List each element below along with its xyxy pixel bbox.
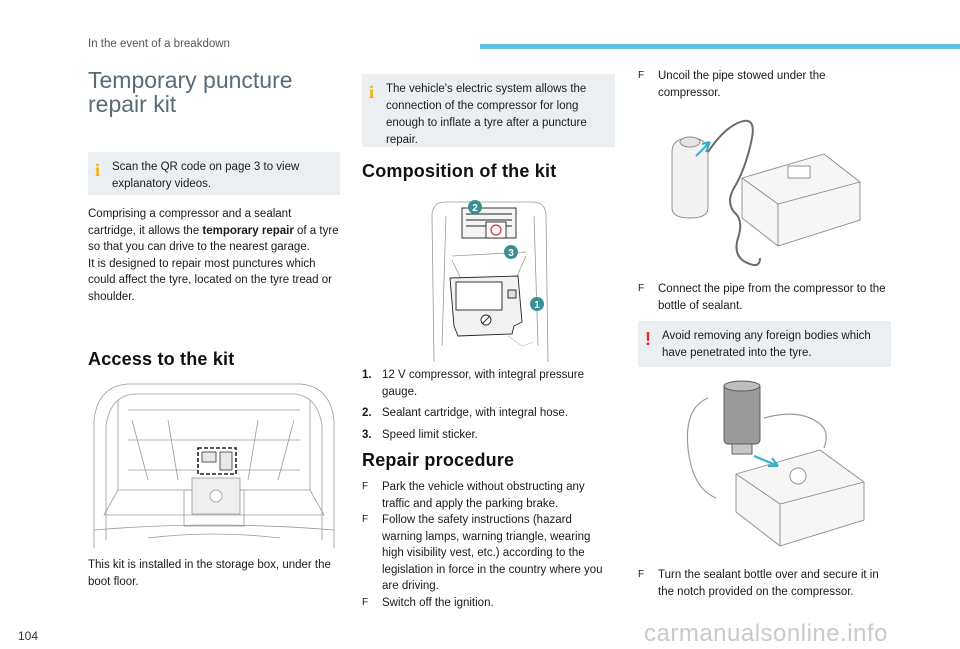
callout-3: 3 [508, 248, 514, 259]
step-text: Switch off the ignition. [382, 596, 494, 609]
qr-note-text: Scan the QR code on page 3 to view expla… [112, 161, 300, 190]
qr-note: i Scan the QR code on page 3 to view exp… [88, 152, 340, 195]
step-turn: F Turn the sealant bottle over and secur… [638, 567, 888, 600]
access-heading: Access to the kit [88, 349, 235, 369]
step-text: Connect the pipe from the compressor to … [658, 283, 886, 312]
intro-text-a: Comprising a compressor and a sealant ca… [88, 208, 292, 237]
bullet-marker: F [362, 514, 369, 525]
section-label: In the event of a breakdown [88, 38, 230, 50]
intro-paragraph-1: Comprising a compressor and a sealant ca… [88, 206, 340, 256]
list-item: F Follow the safety instructions (hazard… [362, 512, 615, 595]
access-caption: This kit is installed in the storage box… [88, 559, 331, 588]
item-text: Sealant cartridge, with integral hose. [382, 407, 569, 419]
item-text: 12 V compressor, with integral pressure … [382, 369, 584, 398]
item-number: 2. [362, 407, 372, 419]
intro-text-b: of a tyre so that you can drive to the n… [88, 224, 339, 254]
composition-heading: Composition of the kit [362, 161, 557, 181]
step-text: Park the vehicle without obstructing any… [382, 481, 585, 510]
list-item: F Park the vehicle without obstructing a… [362, 479, 615, 512]
item-number: 3. [362, 428, 372, 441]
bullet-marker: F [638, 569, 645, 580]
repair-heading: Repair procedure [362, 450, 515, 470]
info-icon: i [369, 82, 375, 102]
boot-illustration [88, 380, 340, 548]
list-item: 3. Speed limit sticker. [362, 427, 615, 444]
bottle-compressor-illustration [680, 378, 872, 558]
list-item: 2. Sealant cartridge, with integral hose… [362, 405, 615, 422]
callout-badges: 2 3 1 [468, 200, 544, 311]
watermark: carmanualsonline.info [644, 620, 888, 647]
warning-note: ! Avoid removing any foreign bodies whic… [638, 321, 891, 367]
header-accent-bar [480, 44, 960, 49]
list-item: F Switch off the ignition. [362, 595, 615, 612]
intro-paragraph-2: It is designed to repair most punctures … [88, 257, 332, 303]
intro-text: Comprising a compressor and a sealant ca… [88, 206, 340, 305]
bullet-marker: F [638, 283, 645, 294]
bullet-marker: F [638, 70, 645, 81]
callout-1: 1 [534, 300, 540, 311]
bullet-marker: F [362, 596, 369, 608]
bullet-marker: F [362, 481, 369, 492]
warning-text: Avoid removing any foreign bodies which … [662, 330, 871, 359]
compressor-pipe-illustration [664, 108, 864, 272]
page-title: Temporary puncture repair kit [88, 68, 293, 116]
step-text: Uncoil the pipe stowed under the compres… [658, 70, 826, 99]
repair-steps: F Park the vehicle without obstructing a… [362, 479, 615, 611]
step-uncoil: F Uncoil the pipe stowed under the compr… [638, 68, 888, 101]
callout-2: 2 [472, 203, 478, 214]
step-connect: F Connect the pipe from the compressor t… [638, 281, 888, 314]
page-number: 104 [18, 629, 39, 643]
info-icon: i [95, 160, 101, 180]
item-text: Speed limit sticker. [382, 428, 478, 441]
list-item: 1. 12 V compressor, with integral pressu… [362, 367, 615, 400]
step-text: Turn the sealant bottle over and secure … [658, 569, 879, 598]
electric-note: i The vehicle's electric system allows t… [362, 74, 615, 147]
title-line-1: Temporary puncture [88, 67, 293, 93]
kit-illustration: 2 3 1 [422, 196, 558, 362]
title-line-2: repair kit [88, 91, 177, 117]
warning-icon: ! [645, 329, 651, 349]
intro-bold: temporary repair [202, 224, 294, 237]
electric-note-text: The vehicle's electric system allows the… [386, 83, 587, 146]
item-number: 1. [362, 369, 372, 381]
step-text: Follow the safety instructions (hazard w… [382, 514, 603, 592]
composition-list: 1. 12 V compressor, with integral pressu… [362, 367, 615, 443]
